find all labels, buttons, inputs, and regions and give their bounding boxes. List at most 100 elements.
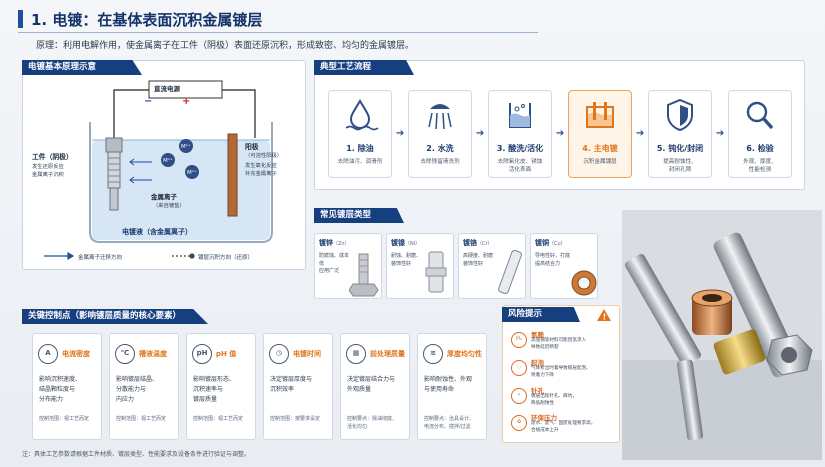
coating-desc: 导电性好，打底 提高结合力 bbox=[535, 253, 571, 267]
layers-icon: ≋ bbox=[423, 344, 443, 364]
step-name: 3. 酸洗/活化 bbox=[496, 144, 544, 153]
recycle-icon: ♻ bbox=[511, 415, 527, 431]
h2-icon: H₂ bbox=[511, 332, 527, 348]
control-range: 控制范围：视工艺而定 bbox=[116, 416, 167, 422]
cathode-desc: 发生还原反应 金属离子沉积 bbox=[32, 164, 64, 178]
anode-sub: （可溶性阳极） bbox=[245, 153, 283, 159]
risk-name: 氢脆 bbox=[531, 331, 544, 339]
plus-terminal: + bbox=[182, 96, 191, 107]
ph-icon: pH bbox=[192, 344, 212, 364]
control-desc: 决定镀层结合力与 外观质量 bbox=[347, 376, 396, 393]
control-range: 控制范围：按要求设定 bbox=[270, 416, 321, 422]
page-header: 1. 电镀：在基体表面沉积金属镀层 bbox=[18, 7, 262, 31]
shield-icon bbox=[667, 98, 693, 132]
risk-desc: 气体析出时着导致镀层起泡、 附着力下降 bbox=[531, 366, 591, 378]
legend-ion-text: 金属离子迁移方向 bbox=[78, 255, 123, 261]
legend-layer-arrow bbox=[172, 253, 195, 259]
anode-title: 阳极 bbox=[245, 143, 259, 151]
risk-desc: 废水、废气、固废处理要求高， 合规成本上升 bbox=[531, 421, 596, 433]
step-desc: 外观、厚度、 性能检测 bbox=[743, 159, 777, 173]
beaker-icon bbox=[509, 103, 531, 128]
copper-bushing bbox=[691, 289, 733, 335]
control-name: 厚度均匀性 bbox=[447, 350, 482, 358]
ammeter-icon: A bbox=[38, 344, 58, 364]
ion-particles bbox=[161, 139, 199, 179]
coating-zinc: 镀锌（Zn） 防腐蚀、成本低 应用广泛 bbox=[314, 233, 382, 299]
chrome-pin bbox=[676, 359, 704, 441]
coating-symbol: （Cu） bbox=[549, 241, 566, 247]
step-rinsing: 2. 水洗 去除残留清洗剂 bbox=[408, 90, 472, 178]
cathode-title: 工件（阴极） bbox=[32, 153, 73, 161]
principle-title: 电镀基本原理示意 bbox=[22, 60, 142, 75]
control-desc: 影响沉积速度、 结晶颗粒度与 分布能力 bbox=[39, 376, 82, 403]
coating-nickel: 镀镍（Ni） 耐蚀、耐磨、 装饰性好 bbox=[386, 233, 454, 299]
pinhole-icon: • bbox=[511, 388, 527, 404]
shower-icon bbox=[428, 104, 452, 130]
step-degreasing: 1. 除油 去除油污、润滑剂 bbox=[328, 90, 392, 178]
risk-name: 起泡 bbox=[531, 359, 544, 367]
risk-desc: 镀层出现针孔、麻坑， 降低耐蚀性 bbox=[531, 394, 577, 406]
risk-hydrogen-embrittlement: H₂ 氢脆 高强钢等材料可能因氢渗入 导致延迟断裂 bbox=[511, 329, 617, 359]
coatings-title: 常见镀层类型 bbox=[314, 208, 404, 223]
control-name: 前处理质量 bbox=[370, 350, 405, 358]
risk-environmental: ♻ 环保压力 废水、废气、固废处理要求高， 合规成本上升 bbox=[511, 412, 617, 442]
electroplating-diagram: Mⁿ⁺ Mⁿ⁺ Mⁿ⁺ bbox=[44, 80, 273, 261]
step-name: 2. 水洗 bbox=[426, 144, 454, 153]
coating-desc: 防腐蚀、成本低 应用广泛 bbox=[319, 253, 350, 274]
bubble-icon: ◌ bbox=[511, 360, 527, 376]
coating-copper: 镀铜（Cu） 导电性好，打底 提高结合力 bbox=[530, 233, 598, 299]
flow-arrow: ➔ bbox=[396, 128, 405, 139]
risk-pinholes: • 针孔 镀层出现针孔、麻坑， 降低耐蚀性 bbox=[511, 385, 617, 415]
step-name: 1. 除油 bbox=[346, 144, 374, 153]
control-range: 控制要点：治具设计、 电流分布、搅拌/过滤 bbox=[424, 416, 475, 430]
coating-desc: 耐蚀、耐磨、 装饰性好 bbox=[391, 253, 422, 267]
control-name: pH 值 bbox=[216, 350, 237, 358]
svg-text:!: ! bbox=[603, 313, 607, 322]
control-desc: 决定镀层厚度与 沉积效率 bbox=[270, 376, 313, 393]
ion-symbol-1: Mⁿ⁺ bbox=[181, 143, 191, 150]
warning-icon: ! bbox=[597, 309, 611, 322]
step-desc: 去除残留清洗剂 bbox=[420, 159, 460, 165]
step-desc: 沉积金属镀层 bbox=[583, 159, 617, 165]
control-name: 电流密度 bbox=[62, 350, 90, 358]
coating-symbol: （Ni） bbox=[405, 241, 421, 247]
nickel-part-image bbox=[425, 251, 447, 293]
drop-icon bbox=[345, 99, 379, 131]
flow-arrow: ➔ bbox=[556, 128, 565, 139]
anode-wire bbox=[222, 89, 256, 138]
flow-arrow: ➔ bbox=[636, 128, 645, 139]
control-range: 控制范围：视工艺而定 bbox=[193, 416, 244, 422]
control-thickness-uniformity: ≋ 厚度均匀性 影响耐蚀性、外观 与使用寿命 控制要点：治具设计、 电流分布、搅… bbox=[417, 333, 487, 440]
step-name: 4. 主电镀 bbox=[582, 144, 618, 153]
ion-label: 金属离子 bbox=[151, 193, 177, 201]
control-name: 电镀时间 bbox=[293, 350, 321, 358]
plated-parts-photo bbox=[622, 210, 822, 460]
magnifier-icon bbox=[746, 101, 774, 130]
legend-layer-text: 镀层沉积方向（还原） bbox=[198, 255, 254, 261]
copper-ring-image bbox=[571, 270, 597, 296]
cathode-workpiece bbox=[105, 137, 123, 211]
thermometer-icon: ℃ bbox=[115, 344, 135, 364]
stopwatch-icon: ◷ bbox=[269, 344, 289, 364]
control-name: 槽液温度 bbox=[139, 350, 167, 358]
coating-chrome: 镀铬（Cr） 高硬度、耐磨 装饰性好 bbox=[458, 233, 526, 299]
coating-symbol: （Cr） bbox=[477, 241, 493, 247]
intro-text: 原理：利用电解作用，使金属离子在工件（阴极）表面还原沉积，形成致密、均匀的金属镀… bbox=[36, 41, 415, 51]
step-inspection: 6. 检验 外观、厚度、 性能检测 bbox=[728, 90, 792, 178]
step-name: 6. 检验 bbox=[746, 144, 774, 153]
step-desc: 提高耐蚀性、 封闭孔隙 bbox=[663, 159, 697, 173]
controls-title: 关键控制点（影响镀层质量的核心要素） bbox=[22, 309, 208, 324]
coating-name: 镀镍 bbox=[391, 239, 405, 247]
control-desc: 影响镀层形态、 沉积速率与 镀层质量 bbox=[193, 376, 236, 403]
page-title: 1. 电镀：在基体表面沉积金属镀层 bbox=[31, 10, 263, 29]
coating-symbol: （Zn） bbox=[333, 241, 350, 247]
step-main-plating: 4. 主电镀 沉积金属镀层 bbox=[568, 90, 632, 178]
control-range: 控制范围：视工艺而定 bbox=[39, 416, 90, 422]
chrome-rod-image bbox=[498, 249, 522, 295]
title-divider bbox=[18, 32, 538, 33]
step-desc: 去除油污、润滑剂 bbox=[337, 159, 383, 165]
step-desc: 去除氧化皮、锈蚀 活化表面 bbox=[497, 159, 543, 173]
legend-ion-arrow bbox=[44, 251, 75, 261]
step-name: 5. 钝化/封闭 bbox=[656, 144, 704, 153]
